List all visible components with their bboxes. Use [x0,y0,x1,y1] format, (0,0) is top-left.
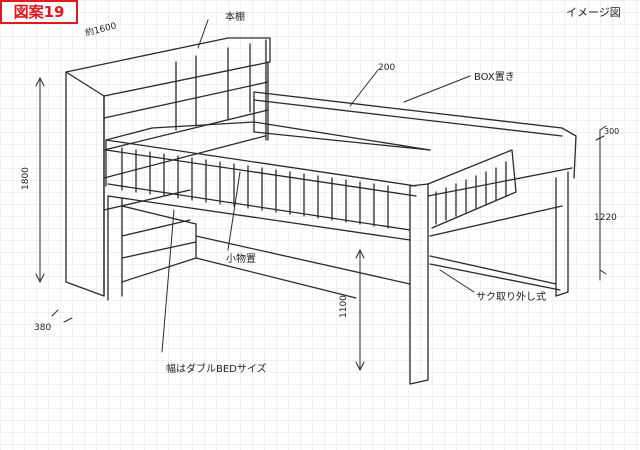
height-1800: 1800 [21,167,31,190]
guard-label: サク取り外し式 [476,290,546,303]
shelf-dimension: 200 [378,63,395,73]
bed-front-rail-top [105,139,417,187]
depth-380: 380 [34,323,51,333]
figure-tag: 図案19 [0,0,78,24]
under-shelf [121,205,197,283]
bed-size-label: 幅はダブルBEDサイズ [166,362,267,375]
view-label: イメージ図 [566,6,621,19]
removable-guard [427,149,517,229]
back-board-top [253,91,563,129]
small-items-label: 小物置 [226,252,256,265]
bookshelf-label: 本棚 [225,10,245,23]
box-shelf-label: BOX置き [474,71,515,83]
side-1220: 1220 [594,213,617,223]
leader-lines [35,19,607,372]
bookshelf-outline [65,37,271,297]
leg-height-1100: 1100 [339,295,349,318]
shelf-height-300: 300 [604,127,619,136]
bed-drawing [65,37,577,385]
